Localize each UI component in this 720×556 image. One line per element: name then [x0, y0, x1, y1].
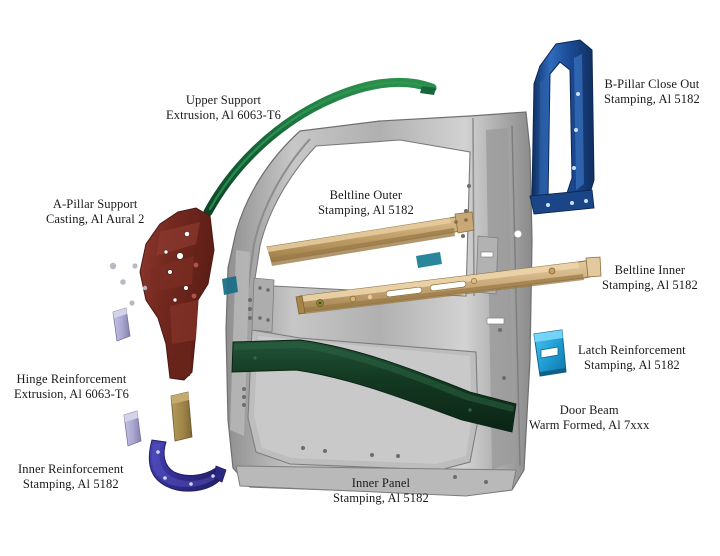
label-beltline-inner-line1: Beltline Inner — [614, 263, 686, 277]
label-door-beam: Door Beam Warm Formed, Al 7xxx — [529, 403, 649, 433]
label-b-pillar-close-out-line2: Stamping, Al 5182 — [604, 92, 700, 106]
label-beltline-inner: Beltline Inner Stamping, Al 5182 — [602, 263, 698, 293]
part-hinge-reinforcement — [109, 262, 193, 447]
part-door-beam — [231, 339, 517, 433]
label-upper-support: Upper Support Extrusion, Al 6063-T6 — [166, 93, 281, 123]
label-inner-panel-line2: Stamping, Al 5182 — [333, 491, 429, 505]
part-a-pillar-support — [139, 207, 215, 381]
label-beltline-outer-line2: Stamping, Al 5182 — [318, 203, 414, 217]
label-b-pillar-close-out: B-Pillar Close Out Stamping, Al 5182 — [604, 77, 700, 107]
label-upper-support-line2: Extrusion, Al 6063-T6 — [166, 108, 281, 122]
part-beltline-outer — [222, 211, 475, 295]
label-hinge-reinforcement-line1: Hinge Reinforcement — [16, 372, 127, 386]
label-hinge-reinforcement: Hinge Reinforcement Extrusion, Al 6063-T… — [14, 372, 129, 402]
label-b-pillar-close-out-line1: B-Pillar Close Out — [604, 77, 700, 91]
label-inner-reinforcement-line2: Stamping, Al 5182 — [22, 477, 119, 491]
part-beltline-inner — [295, 256, 602, 315]
label-latch-reinforcement-line2: Stamping, Al 5182 — [583, 358, 680, 372]
part-latch-reinforcement — [533, 329, 567, 377]
part-inner-reinforcement — [148, 439, 227, 492]
label-inner-reinforcement-line1: Inner Reinforcement — [18, 462, 124, 476]
label-a-pillar-support: A-Pillar Support Casting, Al Aural 2 — [46, 197, 144, 227]
label-a-pillar-support-line1: A-Pillar Support — [52, 197, 138, 211]
label-door-beam-line1: Door Beam — [559, 403, 619, 417]
label-inner-reinforcement: Inner Reinforcement Stamping, Al 5182 — [18, 462, 124, 492]
label-inner-panel: Inner Panel Stamping, Al 5182 — [333, 476, 429, 506]
label-door-beam-line2: Warm Formed, Al 7xxx — [529, 418, 650, 432]
label-upper-support-line1: Upper Support — [185, 93, 262, 107]
part-upper-support — [203, 77, 437, 217]
label-latch-reinforcement-line1: Latch Reinforcement — [578, 343, 686, 357]
label-beltline-inner-line2: Stamping, Al 5182 — [602, 278, 698, 292]
label-latch-reinforcement: Latch Reinforcement Stamping, Al 5182 — [578, 343, 686, 373]
label-beltline-outer-line1: Beltline Outer — [329, 188, 403, 202]
label-beltline-outer: Beltline Outer Stamping, Al 5182 — [318, 188, 414, 218]
label-inner-panel-line1: Inner Panel — [351, 476, 411, 490]
label-a-pillar-support-line2: Casting, Al Aural 2 — [46, 212, 145, 226]
label-hinge-reinforcement-line2: Extrusion, Al 6063-T6 — [14, 387, 129, 401]
part-b-pillar-close-out — [529, 39, 595, 215]
